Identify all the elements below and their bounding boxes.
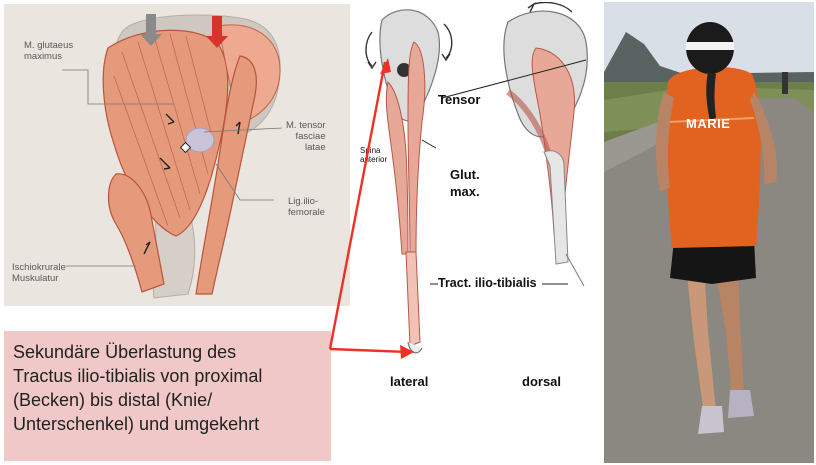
arrowhead-up-icon — [380, 58, 391, 74]
arrowhead-right-icon — [400, 345, 414, 359]
red-connector-arrow — [330, 62, 408, 352]
